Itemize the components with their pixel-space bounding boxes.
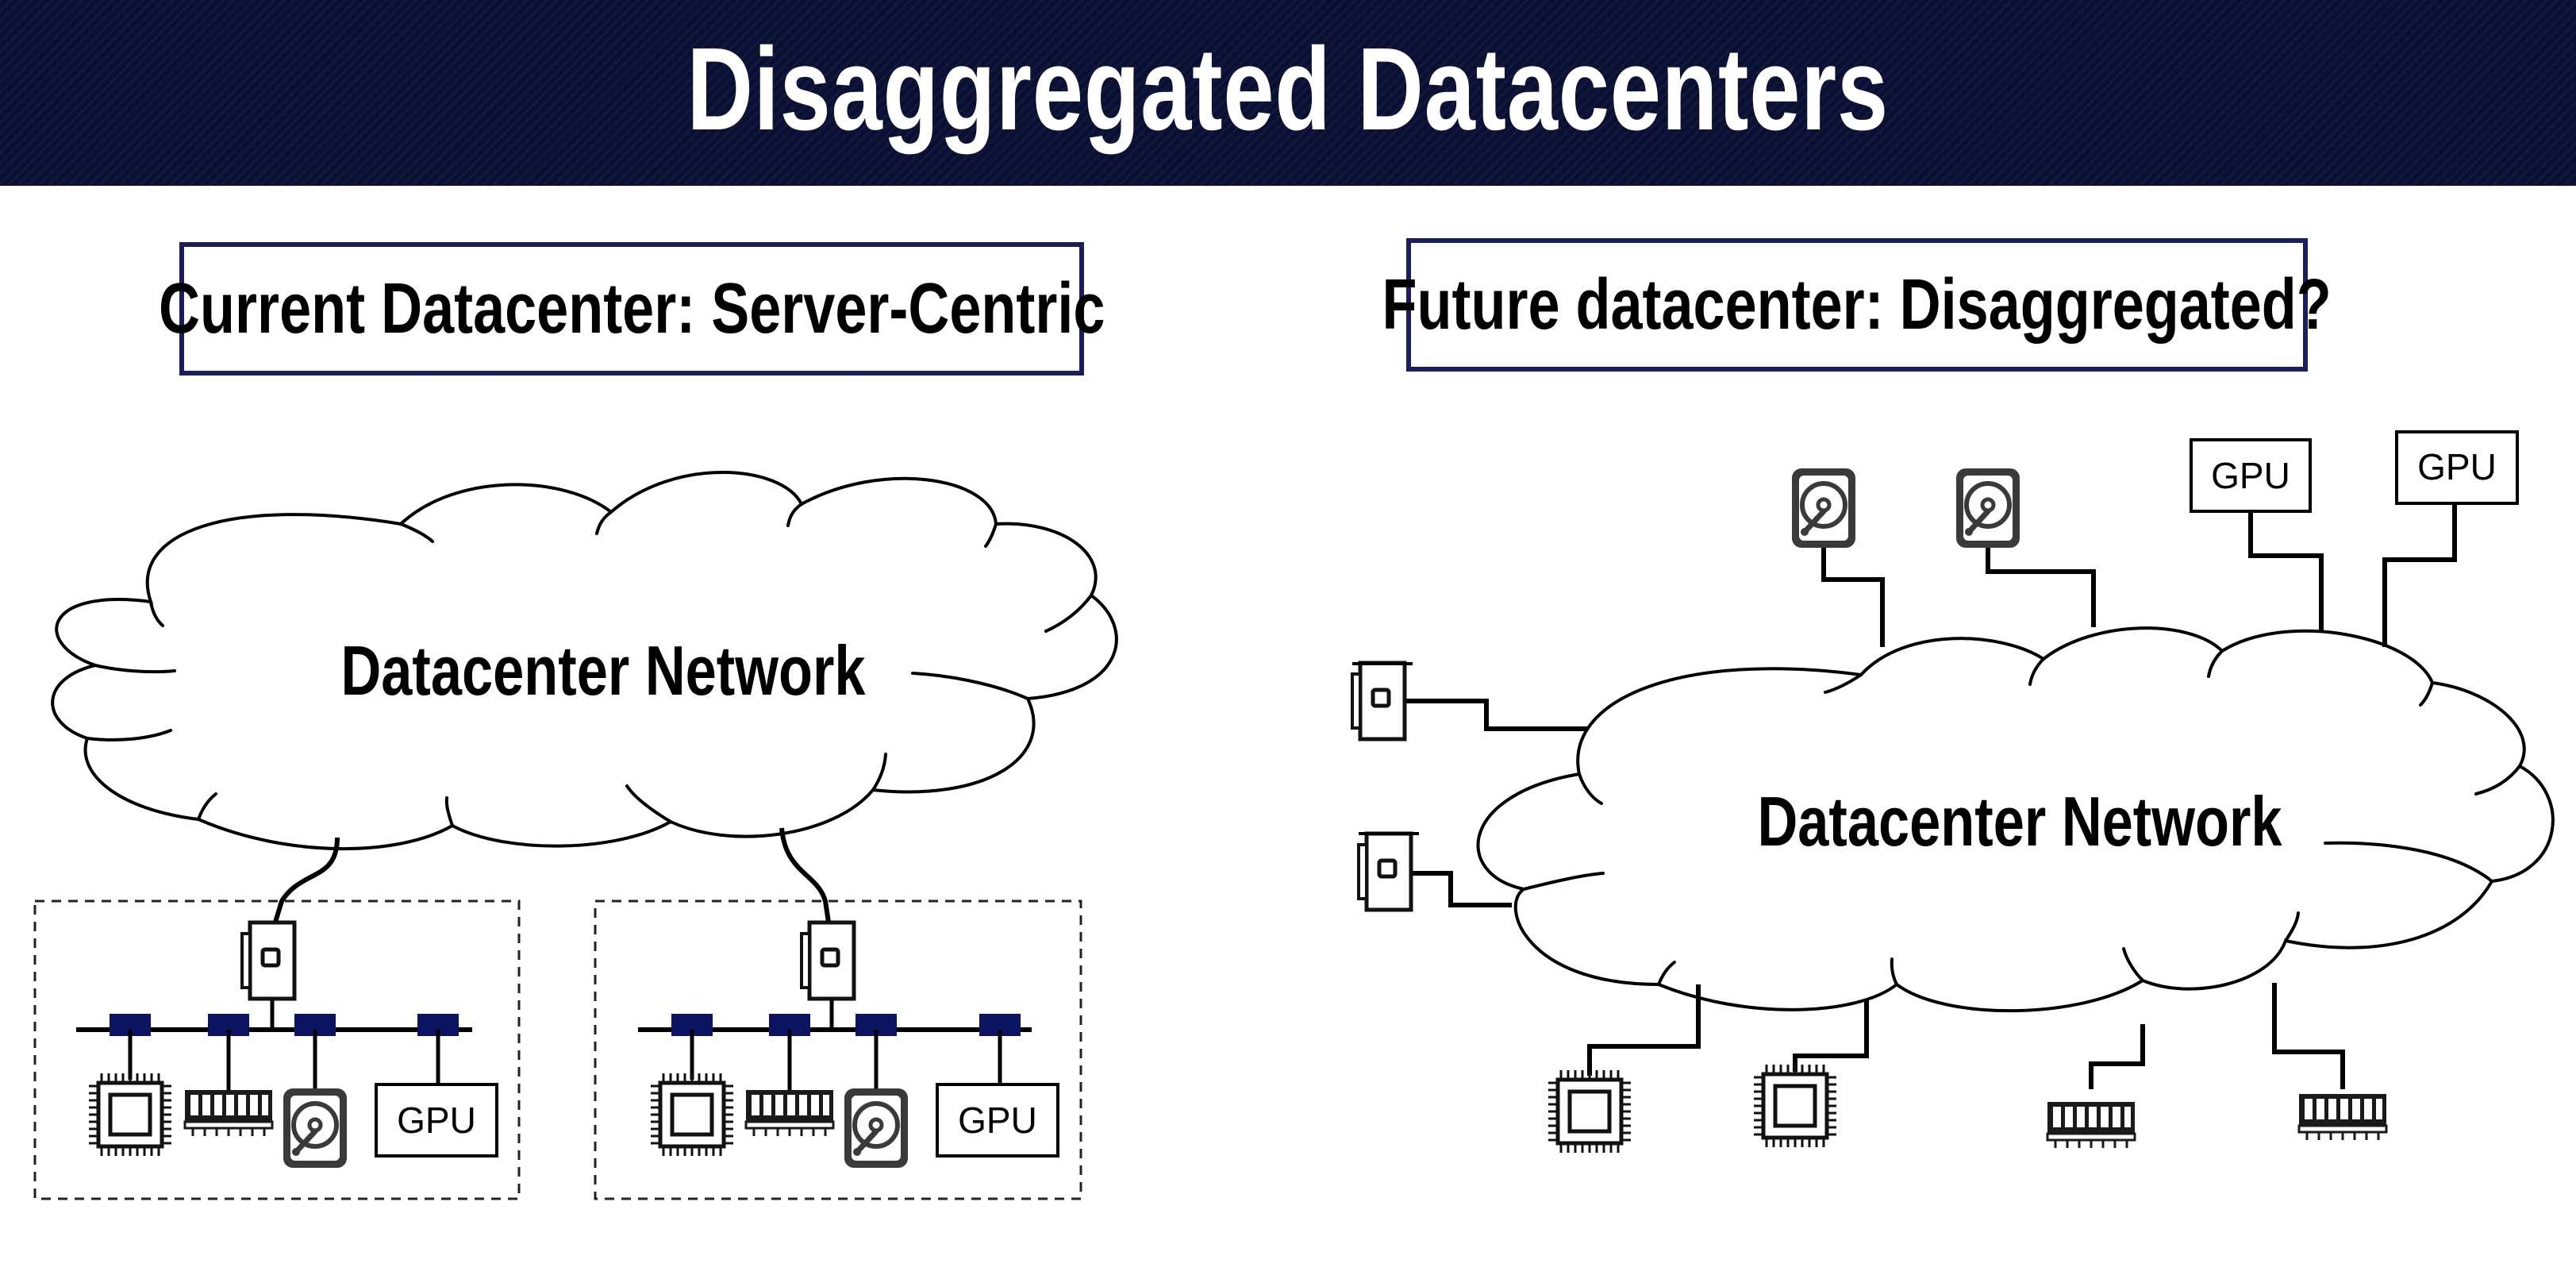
left-uplink-2 <box>779 827 832 928</box>
page-title: Disaggregated Datacenters <box>686 24 1890 155</box>
hard-drive-icon <box>1792 468 1855 548</box>
left-cloud-label: Datacenter Network <box>340 631 866 709</box>
gpu-label: GPU <box>2211 455 2290 496</box>
right-links <box>1405 503 2457 1089</box>
cpu-chip-icon <box>1754 1065 1836 1147</box>
future-datacenter-heading-box: Future datacenter: Disaggregated? <box>1382 238 2332 372</box>
hard-drive-icon <box>844 1088 908 1168</box>
gpu-label: GPU <box>397 1100 476 1141</box>
left-uplink-1 <box>271 837 340 928</box>
hard-drive-icon <box>1956 468 2020 548</box>
cpu-chip-icon <box>1548 1070 1631 1153</box>
cpu-chip-icon <box>651 1073 733 1156</box>
left-cloud <box>51 471 1118 851</box>
current-datacenter-heading-box: Current Datacenter: Server-Centric <box>159 242 1105 376</box>
hard-drive-icon <box>283 1088 347 1168</box>
right-cloud <box>1476 626 2555 1013</box>
right-cloud-folds <box>1522 649 2521 986</box>
gpu-box-icon <box>936 1083 1059 1158</box>
memory-stick-icon <box>2046 1100 2136 1150</box>
title-banner: Disaggregated Datacenters <box>0 0 2576 186</box>
network-card-icon <box>1359 834 1411 910</box>
gpu-label: GPU <box>958 1100 1037 1141</box>
gpu-box-icon <box>375 1083 498 1158</box>
left-cloud-folds <box>86 503 1093 827</box>
server-box-1: GPU <box>33 899 521 1200</box>
cpu-chip-icon <box>89 1073 171 1156</box>
gpu-box-icon <box>2395 430 2519 505</box>
network-card-icon <box>1352 663 1405 739</box>
current-datacenter-heading: Current Datacenter: Server-Centric <box>158 268 1105 349</box>
gpu-box-icon <box>2190 438 2312 513</box>
datacenter-diagram: Datacenter Network GPU <box>33 430 2555 1200</box>
network-card-icon <box>802 923 854 999</box>
right-cloud-label: Datacenter Network <box>1757 782 2282 860</box>
memory-stick-icon <box>183 1088 274 1138</box>
network-card-icon <box>242 923 294 999</box>
future-datacenter-heading: Future datacenter: Disaggregated? <box>1382 264 2332 345</box>
gpu-label: GPU <box>2417 446 2497 487</box>
server-box-2: GPU <box>594 899 1082 1200</box>
memory-stick-icon <box>2297 1092 2388 1142</box>
memory-stick-icon <box>744 1088 835 1138</box>
